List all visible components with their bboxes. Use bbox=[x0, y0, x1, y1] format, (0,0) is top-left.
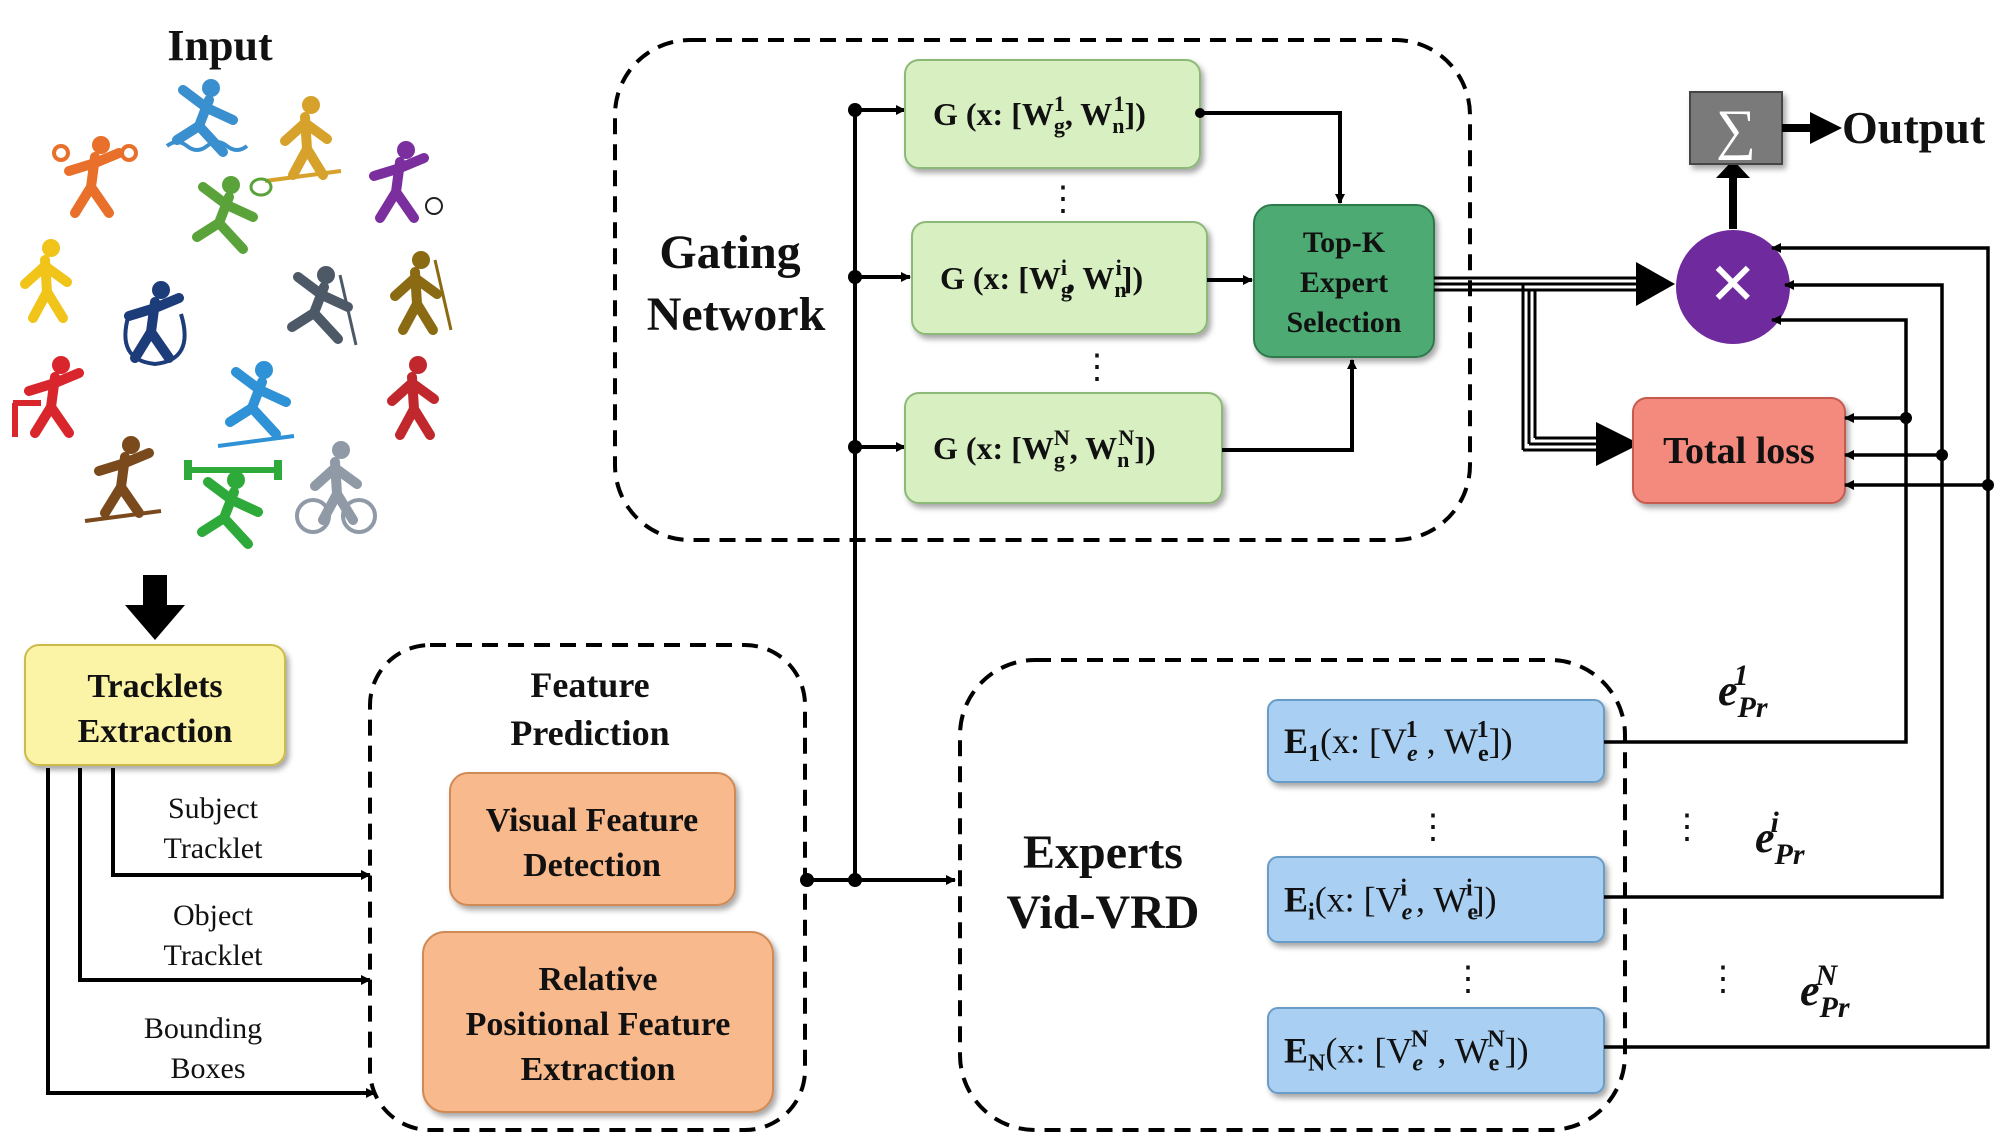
gate-label-2: G (x: [Wgi, Wni]) bbox=[940, 255, 1143, 302]
tennis-icon bbox=[192, 176, 273, 254]
golf-icon bbox=[287, 266, 358, 346]
sum-to-output-arrowhead bbox=[1810, 112, 1842, 144]
topk-to-multiply-arrowhead bbox=[1636, 262, 1675, 306]
expert-label-2: Ei(x: [Vei , Wei]) bbox=[1284, 876, 1497, 926]
topk-line2: Expert bbox=[1300, 266, 1388, 299]
gating-title-1: Gating bbox=[659, 226, 800, 279]
gymnastics-rings-icon bbox=[52, 136, 138, 218]
relative-positional-feature-box: Relative Positional Feature Extraction bbox=[422, 931, 774, 1113]
output-label: Output bbox=[1842, 102, 1986, 153]
visual-feature-line1: Visual Feature bbox=[486, 802, 698, 839]
skiing-icon bbox=[217, 361, 295, 448]
expert-boxes: E1(x: [Ve1 , We1]) Ei(x: [Vei , Wei]) EN(x… bbox=[1267, 699, 1605, 1094]
feature-prediction-group bbox=[368, 643, 807, 1132]
snowshoe-icon bbox=[387, 356, 439, 440]
topk-output-lines bbox=[1434, 276, 1640, 452]
topk-expert-selection-box: Top-K Expert Selection bbox=[1253, 204, 1435, 358]
tracklets-extraction-box: Tracklets Extraction bbox=[24, 644, 286, 766]
gate-box-3: G (x: [WgN, WnN]) bbox=[904, 392, 1223, 504]
expert-feedback-lines bbox=[1604, 243, 1990, 1049]
ice-hockey-icon bbox=[390, 251, 453, 335]
multiply-symbol: × bbox=[1710, 237, 1757, 328]
topk-line3: Selection bbox=[1287, 306, 1402, 339]
cross-country-ski-icon bbox=[84, 436, 162, 523]
expert-label-1: E1(x: [Ve1 , We1]) bbox=[1284, 717, 1513, 767]
feedback-junctions bbox=[1900, 412, 1994, 491]
topk-line1: Top-K bbox=[1303, 226, 1386, 259]
experts-group bbox=[958, 658, 1627, 1132]
badminton-icon bbox=[20, 239, 72, 323]
weightlifting-icon bbox=[184, 460, 282, 549]
relative-line1: Relative bbox=[539, 961, 658, 998]
swimming-icon bbox=[165, 79, 249, 157]
speed-skating-icon bbox=[264, 96, 342, 183]
feature-prediction-title-2: Prediction bbox=[510, 713, 669, 753]
gate-box-1: G (x: [Wg1, Wn1]) bbox=[904, 59, 1201, 169]
total-loss-label: Total loss bbox=[1663, 430, 1815, 472]
input-title: Input bbox=[167, 21, 273, 70]
expert-label-3: EN(x: [VeN , WeN]) bbox=[1284, 1027, 1529, 1077]
gate-label-1: G (x: [Wg1, Wn1]) bbox=[933, 91, 1146, 138]
expert-box-3: EN(x: [VeN , WeN]) bbox=[1267, 1007, 1605, 1094]
multiply-to-sum-arrowhead bbox=[1716, 160, 1750, 178]
expert-output-label-2: ePri bbox=[1755, 806, 1805, 871]
sum-symbol: ∑ bbox=[1716, 99, 1756, 161]
feature-bus bbox=[807, 105, 956, 885]
gate-boxes: G (x: [Wg1, Wn1]) G (x: [Wgi, Wni]) G (x: … bbox=[904, 59, 1223, 504]
input-down-arrow bbox=[125, 575, 185, 640]
gate-ellipsis-2: ⋮ bbox=[1080, 349, 1114, 386]
visual-feature-line2: Detection bbox=[523, 847, 661, 884]
bbox-label-1: Bounding bbox=[144, 1012, 262, 1045]
total-loss-box: Total loss bbox=[1632, 397, 1846, 504]
output-ellipsis-1: ⋮ bbox=[1670, 809, 1704, 846]
bbox-label-2: Boxes bbox=[171, 1052, 246, 1085]
cycling-icon bbox=[295, 441, 377, 534]
object-label-1: Object bbox=[173, 899, 254, 932]
gate-box-2: G (x: [Wgi, Wni]) bbox=[911, 221, 1208, 335]
expert-output-labels: ePr1 ePri ePrN bbox=[1718, 659, 1850, 1024]
gate-to-topk-connectors bbox=[1200, 111, 1357, 452]
expert-ellipsis-2: ⋮ bbox=[1451, 961, 1485, 998]
output-ellipsis-2: ⋮ bbox=[1706, 961, 1740, 998]
experts-title-2: Vid-VRD bbox=[1007, 886, 1200, 939]
curling-icon bbox=[369, 141, 443, 223]
expert-ellipsis-1: ⋮ bbox=[1416, 809, 1450, 846]
expert-output-label-3: ePrN bbox=[1800, 959, 1850, 1024]
experts-title-1: Experts bbox=[1023, 826, 1183, 879]
gate-label-3: G (x: [WgN, WnN]) bbox=[933, 425, 1156, 472]
expert-box-2: Ei(x: [Vei , Wei]) bbox=[1267, 856, 1605, 943]
tracklets-line1: Tracklets bbox=[87, 668, 222, 705]
visual-feature-detection-box: Visual Feature Detection bbox=[449, 772, 736, 906]
relative-line2: Positional Feature bbox=[466, 1006, 731, 1043]
multiply-node: × bbox=[1676, 230, 1790, 344]
expert-box-1: E1(x: [Ve1 , We1]) bbox=[1267, 699, 1605, 783]
jump-rope-icon bbox=[123, 281, 187, 367]
subject-label-2: Tracklet bbox=[164, 832, 264, 865]
feature-prediction-title-1: Feature bbox=[530, 665, 649, 705]
object-label-2: Tracklet bbox=[164, 939, 264, 972]
topk-to-loss-arrowhead bbox=[1596, 422, 1640, 466]
tracklet-connectors bbox=[46, 768, 376, 1098]
sport-icons bbox=[12, 79, 453, 549]
relative-line3: Extraction bbox=[521, 1051, 676, 1088]
subject-label-1: Subject bbox=[168, 792, 259, 825]
expert-output-label-1: ePr1 bbox=[1718, 659, 1768, 724]
gating-title-2: Network bbox=[647, 288, 826, 341]
sum-box: ∑ bbox=[1689, 91, 1783, 165]
tracklets-line2: Extraction bbox=[78, 713, 233, 750]
gate-ellipsis-1: ⋮ bbox=[1046, 181, 1080, 218]
hurdles-icon bbox=[12, 356, 84, 438]
bus-junctions bbox=[800, 103, 862, 887]
